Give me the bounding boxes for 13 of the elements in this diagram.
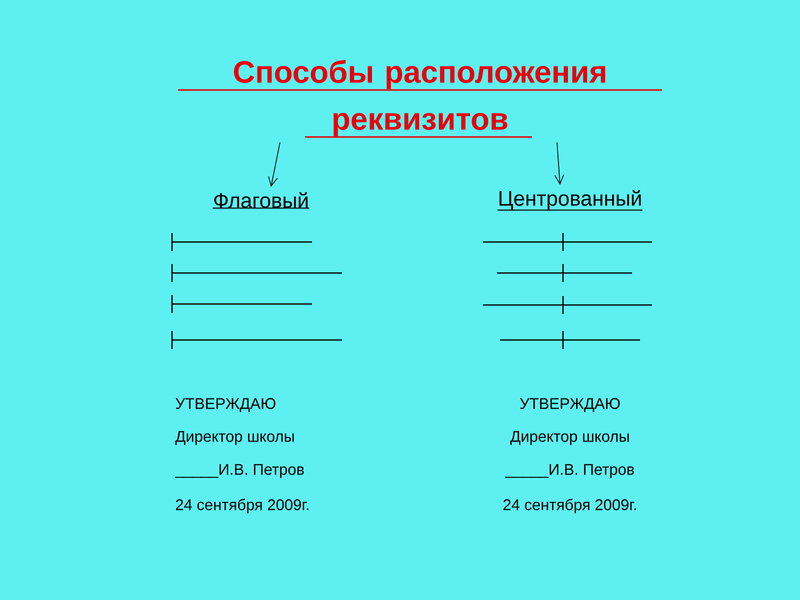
stamp-text: Директор школы <box>175 431 294 445</box>
arrow <box>268 142 280 187</box>
column-heading: Центрованный <box>500 190 641 210</box>
stamp-text: Директор школы <box>510 431 629 445</box>
stamp-text: _____И.В. Петров <box>174 464 304 478</box>
title-heading: Способы расположения реквизитов <box>234 60 606 136</box>
stamp-text: УТВЕРЖДАЮ <box>520 398 620 412</box>
stamp-text: _____И.В. Петров <box>505 464 634 478</box>
arrow <box>554 142 564 185</box>
stamp-text: 24 сентября 2009г. <box>504 498 636 514</box>
stamp-text: УТВЕРЖДАЮ <box>176 398 276 412</box>
column-heading: Флаговый <box>214 192 308 208</box>
stamp-text: 24 сентября 2009г. <box>176 498 308 514</box>
